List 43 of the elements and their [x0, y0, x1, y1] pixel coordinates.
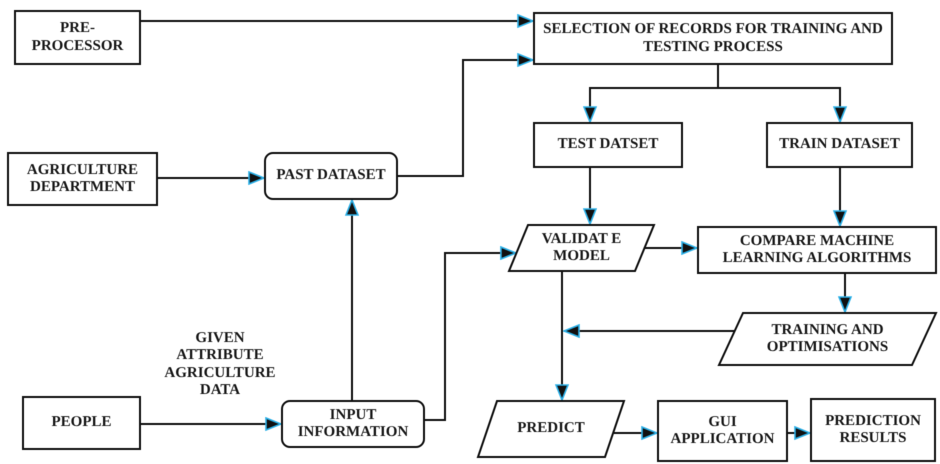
- box-label: PREDICTION RESULTS: [824, 412, 922, 448]
- arrow: [788, 426, 811, 440]
- arrow: [345, 199, 359, 400]
- box-label: PEOPLE: [50, 414, 112, 432]
- process-box: [697, 226, 937, 274]
- arrow: [158, 171, 265, 185]
- data-parallelogram: [508, 224, 655, 272]
- arrow: [833, 168, 847, 227]
- box-label: PAST DATASET: [275, 167, 387, 185]
- arrow: [141, 417, 282, 431]
- data-parallelogram: [477, 400, 625, 458]
- box-label: AGRICULTURE DEPARTMENT: [26, 162, 140, 196]
- process-box: [14, 10, 141, 65]
- process-box: [766, 122, 913, 168]
- process-box: [657, 400, 788, 462]
- box-label: PRE-PROCESSOR: [30, 20, 124, 55]
- box-label: TEST DATSET: [556, 136, 660, 154]
- box-label: PREDICT: [516, 420, 586, 438]
- rounded-box: [281, 400, 425, 448]
- process-box: [22, 396, 141, 450]
- arrow: [563, 324, 734, 338]
- arrow: [398, 53, 534, 177]
- arrow: [614, 426, 658, 440]
- process-box: [810, 398, 936, 462]
- arrow: [583, 168, 597, 225]
- box-label: TRAIN DATASET: [778, 136, 901, 154]
- box-label: TRAINING AND OPTIMISATIONS: [766, 322, 890, 356]
- process-box: [533, 12, 893, 65]
- process-box: [7, 152, 158, 206]
- process-box: [533, 122, 683, 168]
- arrow: [555, 272, 569, 401]
- box-label: VALIDAT E MODEL: [540, 230, 622, 266]
- arrow: [717, 65, 847, 123]
- box-label: INPUT INFORMATION: [296, 406, 410, 442]
- data-parallelogram: [718, 312, 937, 366]
- arrow: [645, 241, 698, 255]
- rounded-box: [264, 152, 398, 200]
- arrow: [838, 274, 852, 313]
- arrow: [425, 246, 517, 421]
- arrow: [141, 14, 534, 28]
- box-label: SELECTION OF RECORDS FOR TRAINING AND TESTING PROCESS: [542, 21, 884, 56]
- box-label: COMPARE MACHINE LEARNING ALGORITHMS: [722, 232, 912, 268]
- box-label: GUI APPLICATION: [670, 414, 776, 448]
